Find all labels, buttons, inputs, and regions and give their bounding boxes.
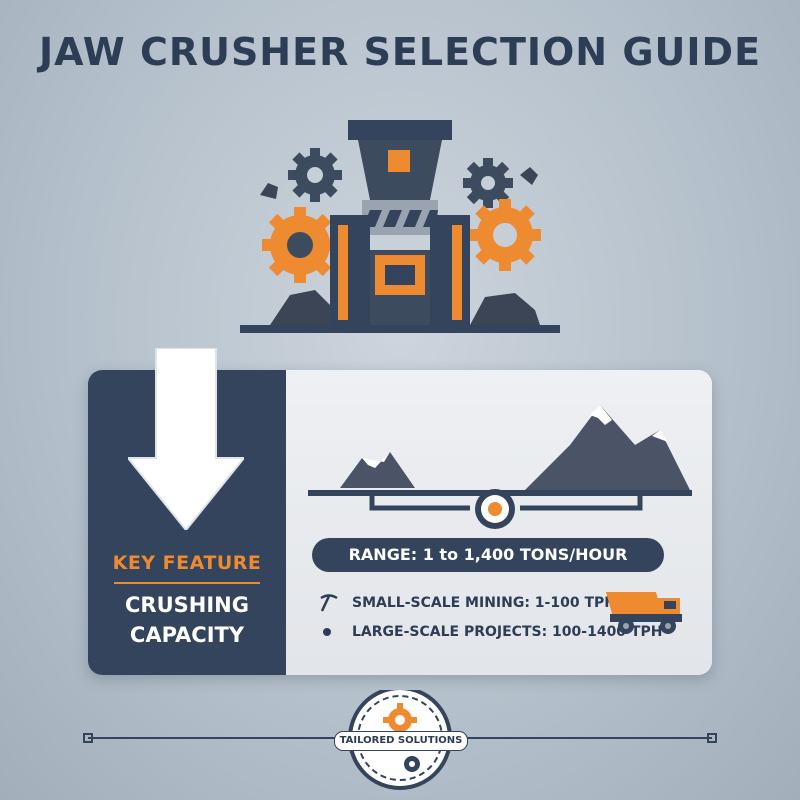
feature-name: CRUSHING CAPACITY [88,590,286,650]
capacity-scale-illustration [308,405,692,529]
tailored-solutions-badge: TAILORED SOLUTIONS [334,731,468,751]
pickaxe-icon [320,594,338,612]
dump-truck-icon [606,592,682,634]
large-mountain-icon [525,405,690,490]
range-badge: RANGE: 1 to 1,400 TONS/HOUR [312,538,664,572]
base-plate [240,325,560,333]
jaw-crusher-illustration [240,120,560,333]
key-feature-divider [114,582,260,584]
hopper-top [348,120,452,140]
bullet-icon [323,628,331,636]
gear-icon [469,199,541,271]
down-arrow-icon [128,348,244,530]
key-feature-label: KEY FEATURE [112,552,262,574]
gear-icon [288,148,342,202]
list-item: LARGE-SCALE PROJECTS: 100-1400 TPH [318,623,662,641]
rock-pile-icon [260,167,540,325]
list-item-text: SMALL-SCALE MINING: 1-100 TPH [352,595,616,611]
hopper-badge [388,150,410,172]
gear-icon [262,207,338,283]
feature-name-line2: CAPACITY [129,623,245,647]
list-item: SMALL-SCALE MINING: 1-100 TPH [318,594,616,612]
feature-name-line1: CRUSHING [125,593,249,617]
list-item-text: LARGE-SCALE PROJECTS: 100-1400 TPH [352,624,663,640]
small-mountain-icon [340,452,415,488]
page-title: JAW CRUSHER SELECTION GUIDE [38,30,762,74]
